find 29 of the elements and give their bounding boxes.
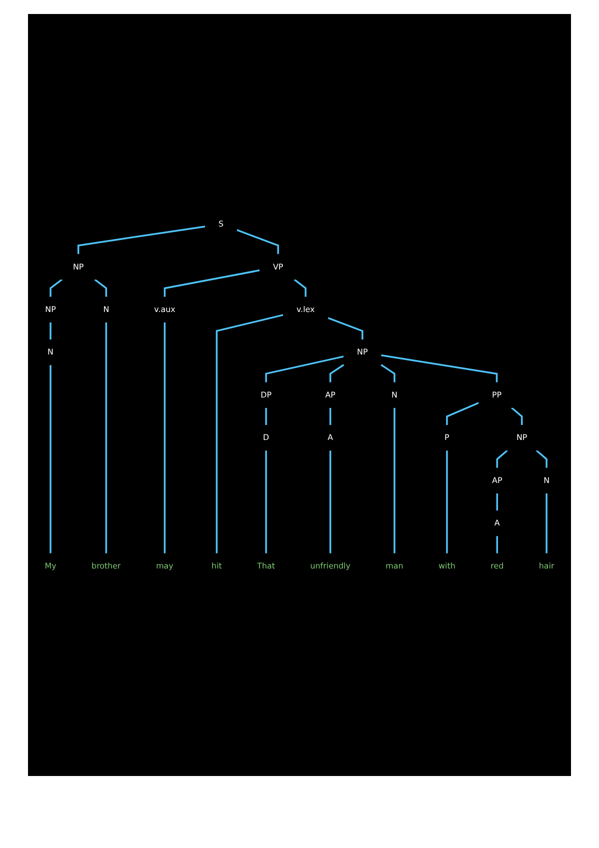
connector <box>94 278 108 297</box>
connector <box>380 354 498 382</box>
connector <box>510 406 523 426</box>
connector <box>329 450 332 554</box>
connector <box>536 450 548 468</box>
connector <box>380 364 396 382</box>
connector <box>328 317 364 340</box>
connector <box>164 322 166 554</box>
connector <box>50 278 63 297</box>
connector <box>164 269 260 297</box>
connector <box>216 314 284 554</box>
connector <box>265 408 267 426</box>
connector <box>265 450 267 554</box>
connector <box>50 322 52 340</box>
connector <box>50 364 52 554</box>
connector <box>446 450 448 554</box>
connector <box>496 450 508 468</box>
connector <box>496 536 498 554</box>
connector <box>265 356 344 382</box>
connector <box>446 402 480 426</box>
connector <box>294 278 306 297</box>
connector <box>546 493 548 554</box>
connector <box>394 408 396 554</box>
connector <box>77 226 206 254</box>
connector <box>105 322 108 554</box>
connector <box>329 364 344 382</box>
connector <box>496 493 498 511</box>
connector <box>329 408 332 426</box>
connector <box>236 229 279 254</box>
